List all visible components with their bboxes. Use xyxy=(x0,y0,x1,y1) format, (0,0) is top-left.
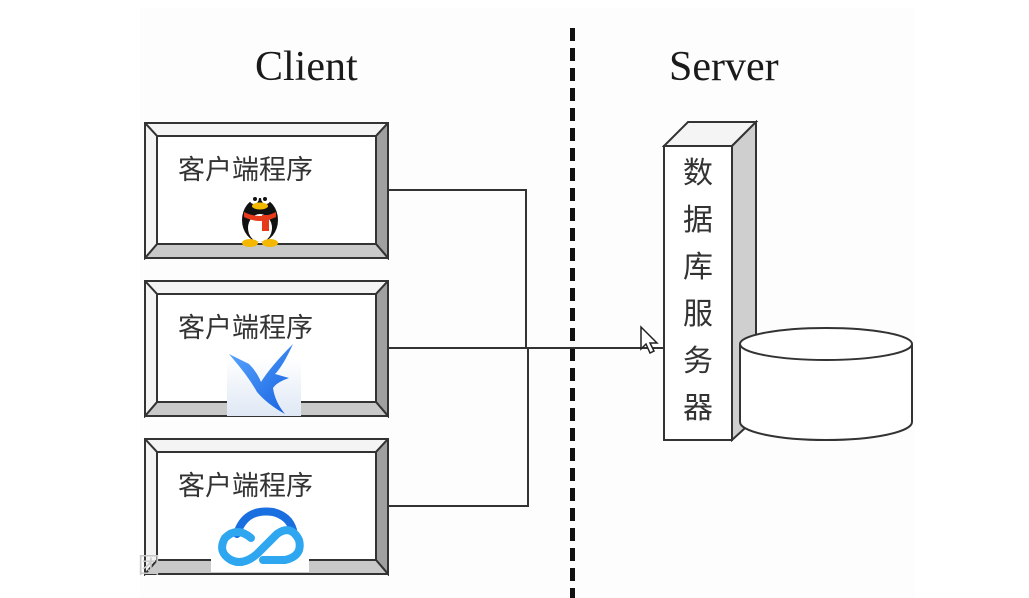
client-program-label: 客户端程序 xyxy=(178,471,313,502)
database-server-label: 数 据 库 服 务 器 xyxy=(676,150,720,432)
server-heading: Server xyxy=(669,44,779,90)
server-label-char: 据 xyxy=(683,203,713,238)
server-label-char: 数 xyxy=(683,156,713,191)
wire-client-3 xyxy=(389,348,529,507)
mouse-cursor-icon xyxy=(640,325,659,355)
tencent-cloud-icon xyxy=(211,507,309,572)
client-program-box: 客户端程序 xyxy=(144,438,389,576)
server-label-char: 务 xyxy=(683,344,713,379)
watermark: 团 xyxy=(138,554,161,579)
qq-penguin-icon xyxy=(242,192,278,247)
client-heading: Client xyxy=(255,44,358,90)
client-program-box: 客户端程序 xyxy=(144,122,389,260)
server-label-char: 器 xyxy=(683,391,713,426)
client-program-box: 客户端程序 xyxy=(144,280,389,418)
xunlei-bird-icon xyxy=(227,344,301,416)
wire-client-1 xyxy=(389,189,527,348)
client-program-label: 客户端程序 xyxy=(178,313,313,344)
server-label-char: 服 xyxy=(683,297,713,332)
client-program-label: 客户端程序 xyxy=(178,155,313,186)
database-cylinder-icon xyxy=(739,327,913,441)
server-label-char: 库 xyxy=(683,250,713,285)
database-server-tower xyxy=(662,120,759,443)
client-server-divider xyxy=(570,28,575,598)
